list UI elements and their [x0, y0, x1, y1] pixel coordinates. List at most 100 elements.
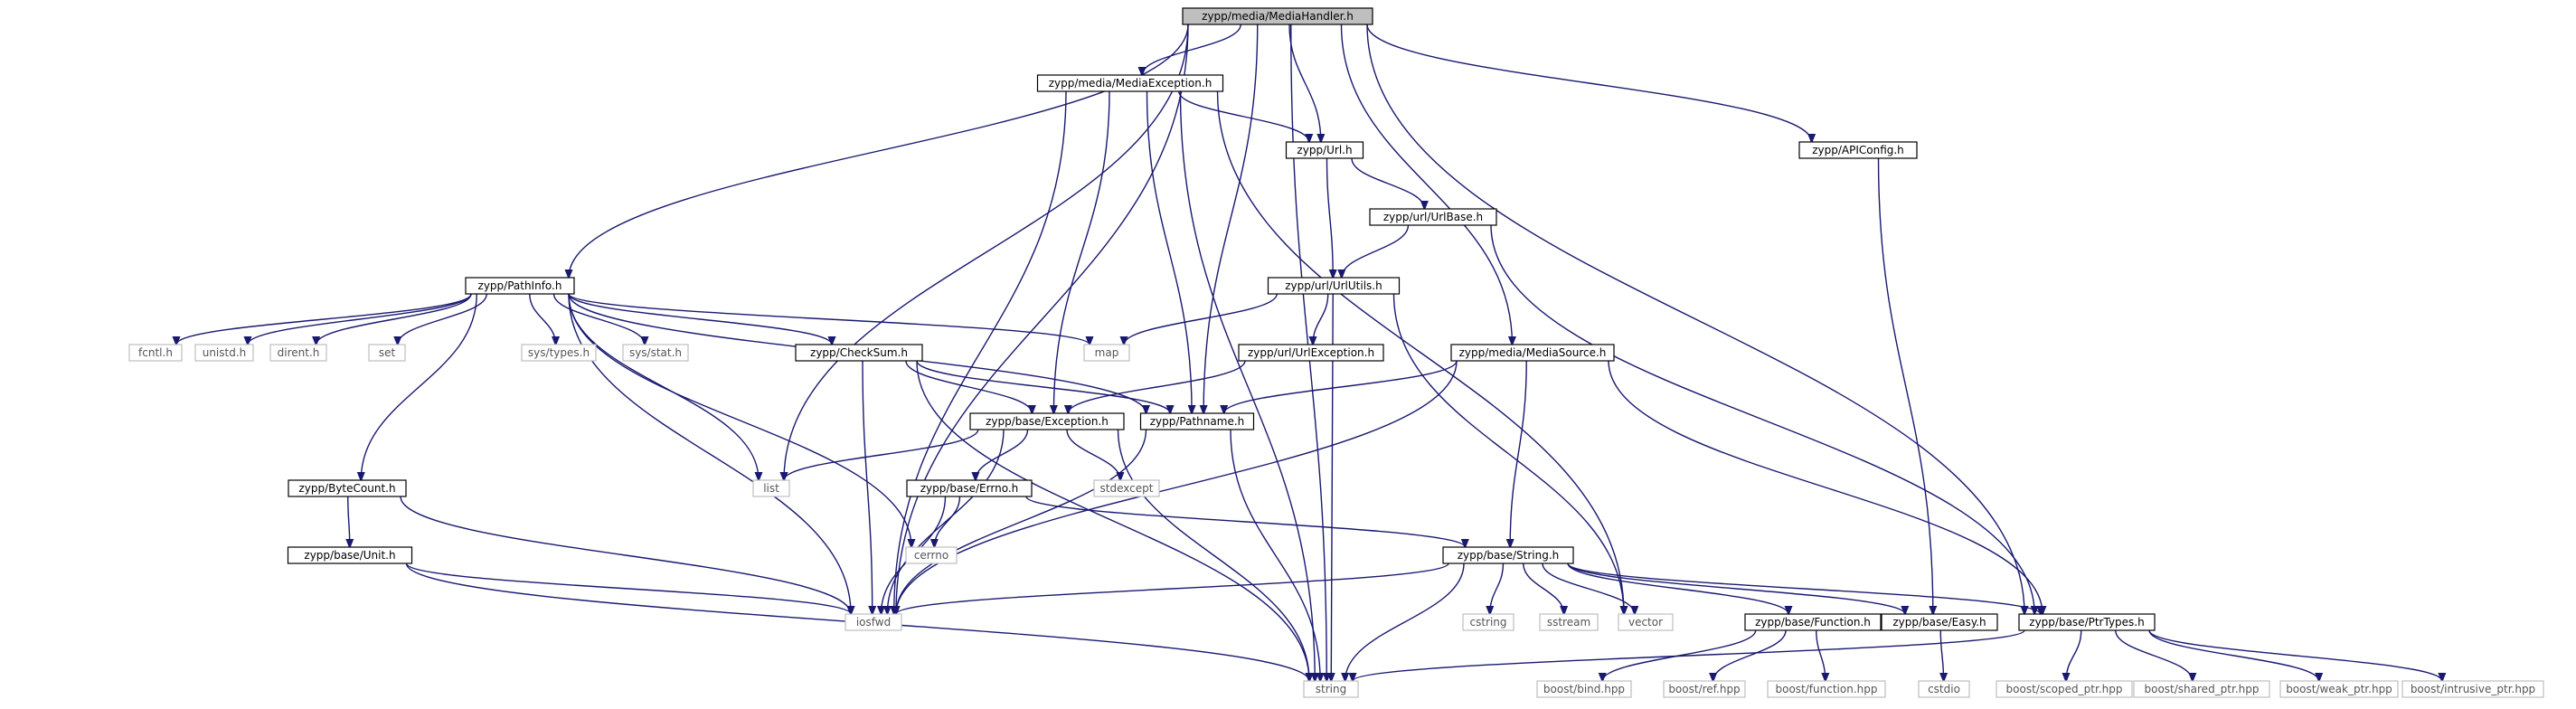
edge-mediahandler-to-mediaexception — [1142, 24, 1241, 75]
node-box — [969, 412, 1125, 430]
edge-string_h-to-string — [1345, 562, 1465, 681]
node-easy[interactable]: zypp/base/Easy.h — [1881, 613, 1998, 631]
node-unit[interactable]: zypp/base/Unit.h — [287, 546, 413, 564]
node-urlexception[interactable]: zypp/url/UrlException.h — [1238, 344, 1384, 362]
edge-ptrtypes-to-weak — [2148, 629, 2319, 681]
edge-mediaexception-to-iosfwd — [894, 90, 1067, 614]
node-label: list — [763, 482, 779, 495]
node-label: zypp/base/String.h — [1458, 549, 1560, 562]
node-bfunction: boost/function.hpp — [1767, 680, 1886, 698]
edge-string_h-to-vector — [1542, 562, 1635, 614]
node-label: iosfwd — [856, 616, 891, 629]
node-exception[interactable]: zypp/base/Exception.h — [969, 412, 1125, 430]
node-mediasource[interactable]: zypp/media/MediaSource.h — [1450, 344, 1615, 362]
node-box — [1539, 613, 1599, 631]
node-cstdio: cstdio — [1918, 680, 1970, 698]
node-box — [906, 479, 1033, 497]
edge-pathinfo-to-checksum — [568, 293, 832, 345]
node-box — [194, 344, 254, 362]
node-mediahandler[interactable]: zypp/media/MediaHandler.h — [1182, 7, 1373, 25]
edge-pathinfo-to-map — [568, 293, 1090, 345]
edge-exception-to-errno — [976, 429, 1029, 480]
node-label: cstdio — [1928, 683, 1960, 695]
edge-function-to-bfunction — [1816, 629, 1826, 681]
node-box — [1285, 141, 1364, 159]
node-box — [269, 344, 327, 362]
node-box — [1744, 613, 1882, 631]
edge-urlbase-to-urlutils — [1342, 224, 1410, 278]
node-url[interactable]: zypp/Url.h — [1285, 141, 1364, 159]
node-checksum[interactable]: zypp/CheckSum.h — [795, 344, 923, 362]
node-label: zypp/media/MediaException.h — [1049, 77, 1213, 90]
node-cerrno: cerrno — [905, 546, 958, 564]
edge-pathinfo-to-cerrno — [568, 293, 911, 547]
edge-exception-to-list — [784, 429, 979, 480]
edge-bytecount-to-iosfwd — [400, 496, 851, 614]
node-box — [1450, 344, 1615, 362]
node-urlutils[interactable]: zypp/url/UrlUtils.h — [1267, 277, 1401, 295]
node-label: boost/shared_ptr.hpp — [2145, 683, 2260, 695]
node-label: zypp/base/Function.h — [1755, 616, 1871, 629]
node-label: fcntl.h — [138, 346, 173, 359]
edge-mediahandler-to-iosfwd — [896, 24, 1189, 614]
edge-pathinfo-to-systypes — [529, 293, 556, 345]
node-label: zypp/ByteCount.h — [298, 482, 395, 495]
node-box — [1798, 141, 1918, 159]
node-box — [1663, 680, 1746, 698]
node-label: zypp/base/Unit.h — [304, 549, 395, 562]
edge-string_h-to-sstream — [1523, 562, 1564, 614]
edge-pathinfo-to-unistd — [248, 293, 472, 345]
node-ptrtypes[interactable]: zypp/base/PtrTypes.h — [2018, 613, 2156, 631]
node-cstring: cstring — [1462, 613, 1514, 631]
node-layer: zypp/media/MediaHandler.h zypp/media/Medi… — [128, 7, 2544, 698]
node-function[interactable]: zypp/base/Function.h — [1744, 613, 1882, 631]
node-box — [1303, 680, 1359, 698]
edge-urlutils-to-urlexception — [1313, 293, 1329, 345]
node-box — [1182, 7, 1373, 25]
node-errno[interactable]: zypp/base/Errno.h — [906, 479, 1033, 497]
edge-checksum-to-exception — [905, 360, 1032, 413]
edge-mediahandler-to-pathinfo — [569, 24, 1189, 278]
node-label: sys/stat.h — [629, 346, 682, 359]
node-bytecount[interactable]: zypp/ByteCount.h — [288, 479, 407, 497]
node-box — [752, 479, 790, 497]
node-string-h[interactable]: zypp/base/String.h — [1442, 546, 1574, 564]
node-urlbase[interactable]: zypp/url/UrlBase.h — [1369, 208, 1497, 226]
node-fcntl: fcntl.h — [128, 344, 183, 362]
node-pathinfo[interactable]: zypp/PathInfo.h — [465, 277, 575, 295]
node-map: map — [1083, 344, 1130, 362]
node-label: zypp/media/MediaHandler.h — [1202, 10, 1354, 23]
node-box — [845, 613, 902, 631]
node-label: sstream — [1547, 616, 1590, 629]
node-label: zypp/base/Easy.h — [1892, 616, 1986, 629]
node-label: boost/weak_ptr.hpp — [2286, 683, 2392, 695]
node-label: cerrno — [914, 549, 948, 562]
edge-pathinfo-to-iosfwd — [568, 293, 851, 614]
edge-urlexception-to-exception — [1068, 360, 1246, 413]
node-label: zypp/url/UrlBase.h — [1383, 211, 1483, 223]
edge-mediahandler-to-ptrtypes — [1366, 24, 2024, 614]
node-box — [1036, 74, 1224, 92]
node-apiconfig[interactable]: zypp/APIConfig.h — [1798, 141, 1918, 159]
node-label: zypp/PathInfo.h — [478, 279, 562, 292]
edge-checksum-to-string — [916, 360, 1309, 681]
node-pathname[interactable]: zypp/Pathname.h — [1139, 412, 1255, 430]
edge-mediahandler-to-apiconfig — [1366, 24, 1812, 142]
edge-string_h-to-cstring — [1490, 562, 1505, 614]
node-label: zypp/base/Exception.h — [986, 415, 1109, 428]
node-label: zypp/Pathname.h — [1150, 415, 1245, 428]
edge-checksum-to-iosfwd — [862, 360, 873, 614]
edge-string_h-to-ptrtypes — [1567, 562, 2041, 614]
edge-ptrtypes-to-string — [1353, 629, 2025, 681]
node-unistd: unistd.h — [194, 344, 254, 362]
edge-ptrtypes-to-intrusive — [2148, 629, 2442, 681]
edge-pathinfo-to-dirent — [316, 293, 472, 345]
node-box — [1462, 613, 1514, 631]
node-box — [521, 344, 597, 362]
edge-unit-to-iosfwd — [405, 562, 852, 614]
node-box — [905, 546, 958, 564]
node-label: vector — [1628, 616, 1663, 629]
node-box — [2279, 680, 2399, 698]
node-mediaexception[interactable]: zypp/media/MediaException.h — [1036, 74, 1224, 92]
node-label: stdexcept — [1100, 482, 1154, 495]
